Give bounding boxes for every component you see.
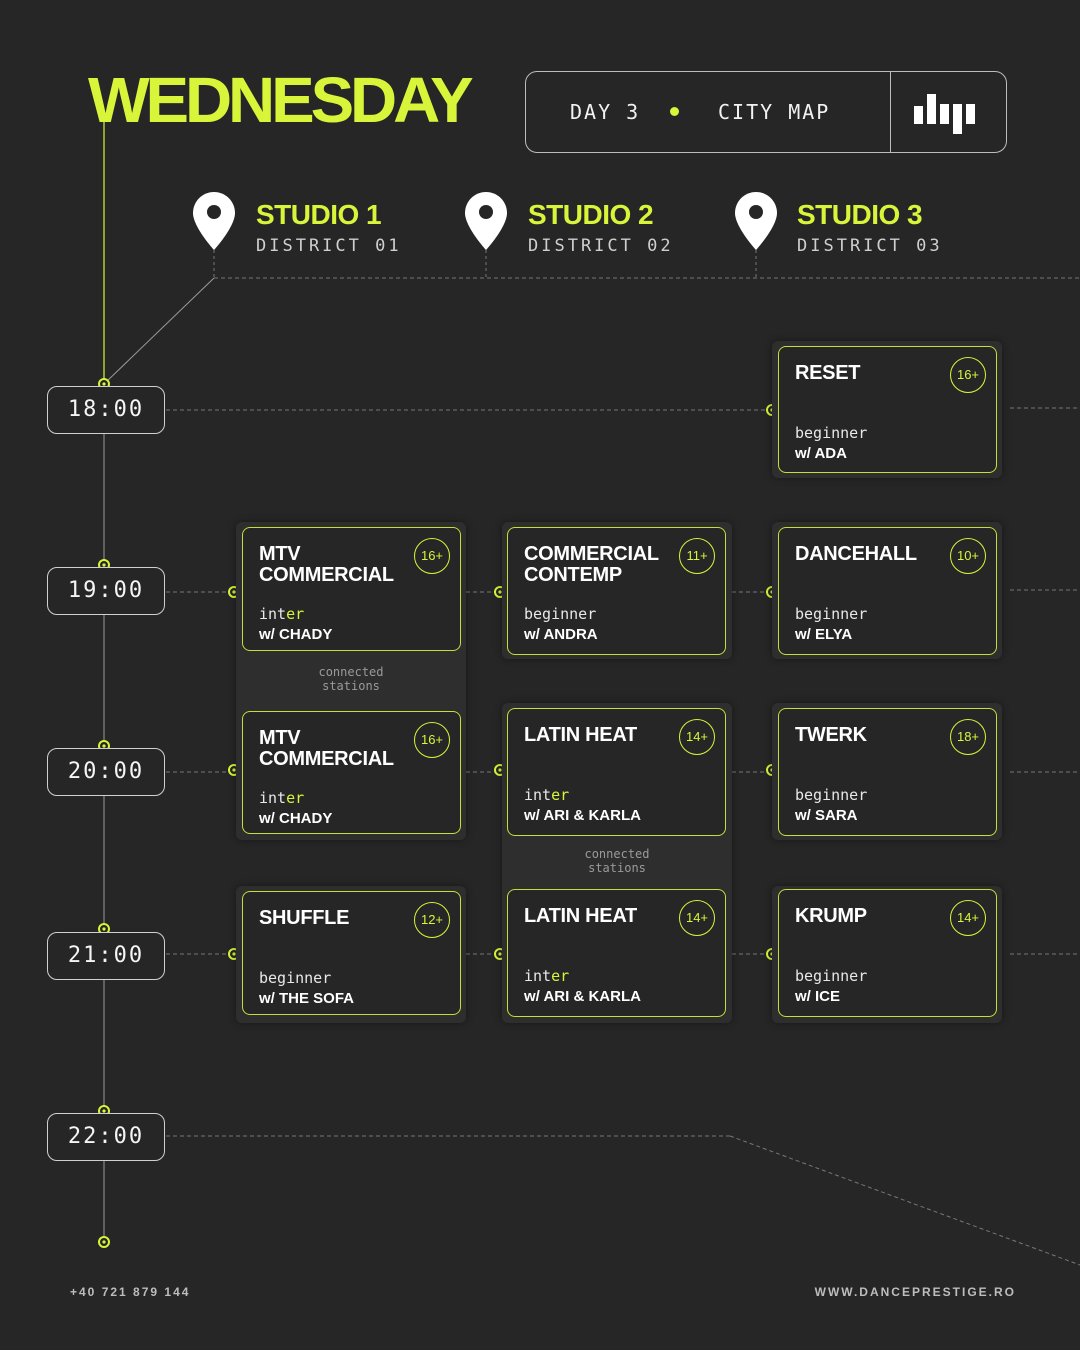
location-pin-icon: [193, 192, 235, 250]
class-level: beginner: [524, 605, 597, 623]
studio-district: DISTRICT 01: [256, 236, 402, 256]
class-card-latin-heat[interactable]: LATIN HEAT 14+ inter w/ ARI & KARLA: [507, 889, 726, 1017]
class-card-shuffle[interactable]: SHUFFLE 12+ beginner w/ THE SOFA: [242, 891, 461, 1015]
location-pin-icon: [735, 192, 777, 250]
class-instructor: w/ ICE: [795, 988, 841, 1005]
age-badge: 14+: [679, 719, 715, 755]
studio-name: STUDIO 2: [528, 199, 654, 230]
class-level: inter: [524, 786, 570, 804]
class-instructor: w/ ADA: [795, 445, 847, 462]
city-map-link[interactable]: CITY MAP: [718, 100, 831, 124]
class-level: beginner: [259, 969, 332, 987]
class-title: LATIN HEAT: [524, 905, 637, 927]
age-badge: 14+: [950, 900, 986, 936]
class-card-twerk[interactable]: TWERK 18+ beginner w/ SARA: [778, 708, 997, 836]
class-level: beginner: [795, 967, 868, 985]
footer-phone[interactable]: +40 721 879 144: [70, 1285, 191, 1299]
class-title: DANCEHALL: [795, 543, 917, 565]
age-badge: 16+: [950, 357, 986, 393]
class-title: RESET: [795, 362, 861, 384]
connected-stations-label: connected stations: [318, 665, 384, 693]
day-title: WEDNESDAY: [88, 64, 474, 136]
studio-name: STUDIO 1: [256, 199, 382, 230]
class-card-dancehall[interactable]: DANCEHALL 10+ beginner w/ ELYA: [778, 527, 997, 655]
class-instructor: w/ ARI & KARLA: [524, 807, 641, 824]
studio-3: [735, 192, 777, 255]
class-instructor: w/ ARI & KARLA: [524, 988, 641, 1005]
class-instructor: w/ CHADY: [259, 626, 333, 643]
age-badge: 11+: [679, 538, 715, 574]
class-title: LATIN HEAT: [524, 724, 637, 746]
time-slot-1900: 19:00: [47, 567, 165, 615]
location-pin-icon: [465, 192, 507, 250]
class-level: beginner: [795, 605, 868, 623]
class-level: beginner: [795, 424, 868, 442]
time-slot-2100: 21:00: [47, 932, 165, 980]
separator-dot: [670, 107, 679, 116]
class-card-mtv-commercial[interactable]: MTV COMMERCIAL 16+ inter w/ CHADY: [242, 527, 461, 651]
studio-name: STUDIO 3: [797, 199, 923, 230]
time-slot-2000: 20:00: [47, 748, 165, 796]
class-title: KRUMP: [795, 905, 867, 927]
class-title: COMMERCIAL CONTEMP: [524, 543, 659, 586]
time-slot-1800: 18:00: [47, 386, 165, 434]
studio-2: [465, 192, 507, 255]
class-card-reset[interactable]: RESET 16+ beginner w/ ADA: [778, 346, 997, 473]
class-instructor: w/ ANDRA: [524, 626, 598, 643]
day-info-box: DAY 3 CITY MAP: [525, 71, 1007, 153]
class-instructor: w/ ELYA: [795, 626, 853, 643]
class-title: MTV COMMERCIAL: [259, 543, 394, 586]
class-title: TWERK: [795, 724, 867, 746]
connected-stations-label: connected stations: [584, 847, 650, 875]
footer-website[interactable]: WWW.DANCEPRESTIGE.RO: [814, 1285, 1016, 1299]
class-instructor: w/ THE SOFA: [259, 990, 355, 1007]
class-instructor: w/ CHADY: [259, 810, 333, 827]
studio-1: [193, 192, 235, 255]
studio-district: DISTRICT 03: [797, 236, 943, 256]
class-card-mtv-commercial[interactable]: MTV COMMERCIAL 16+ inter w/ CHADY: [242, 711, 461, 834]
age-badge: 14+: [679, 900, 715, 936]
class-level: inter: [259, 789, 305, 807]
day-number: DAY 3: [570, 100, 641, 124]
class-card-commercial-contemp[interactable]: COMMERCIAL CONTEMP 11+ beginner w/ ANDRA: [507, 527, 726, 655]
age-badge: 12+: [414, 902, 450, 938]
class-level: beginner: [795, 786, 868, 804]
class-instructor: w/ SARA: [795, 807, 858, 824]
age-badge: 18+: [950, 719, 986, 755]
class-card-krump[interactable]: KRUMP 14+ beginner w/ ICE: [778, 889, 997, 1017]
age-badge: 16+: [414, 538, 450, 574]
age-badge: 10+: [950, 538, 986, 574]
age-badge: 16+: [414, 722, 450, 758]
class-title: SHUFFLE: [259, 907, 350, 929]
studio-district: DISTRICT 02: [528, 236, 674, 256]
class-title: MTV COMMERCIAL: [259, 727, 394, 770]
class-level: inter: [524, 967, 570, 985]
class-card-latin-heat[interactable]: LATIN HEAT 14+ inter w/ ARI & KARLA: [507, 708, 726, 836]
dance-prestige-logo-icon: [914, 94, 975, 134]
time-slot-2200: 22:00: [47, 1113, 165, 1161]
class-level: inter: [259, 605, 305, 623]
